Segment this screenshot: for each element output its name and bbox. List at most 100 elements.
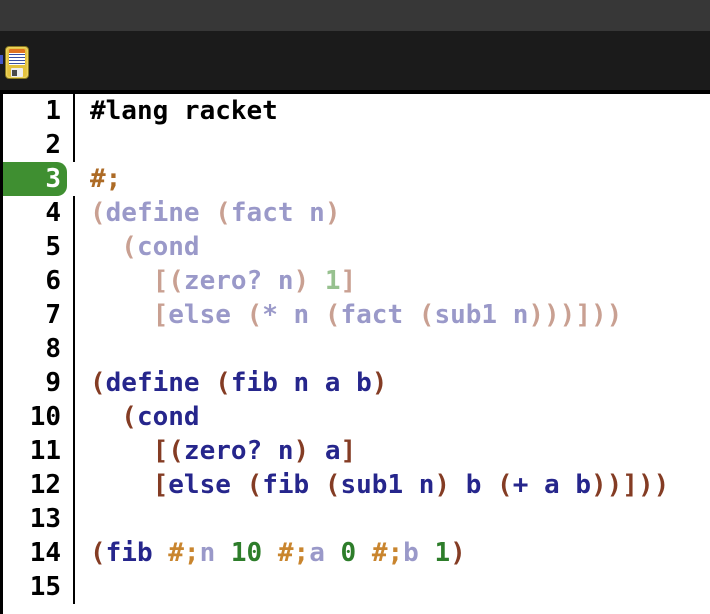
code-line: 9(define (fib n a b) [3,366,710,400]
code-token: + a b [512,470,591,500]
code-token: ] [340,266,357,296]
code-token: #; [371,538,404,568]
code-token: #; [277,538,310,568]
code-content[interactable]: #lang racket [75,94,710,128]
code-content[interactable] [75,128,710,162]
code-token: else [168,300,247,330]
code-token: ( [246,470,263,500]
code-token: define [105,368,216,398]
code-content[interactable]: [(zero? n) 1] [75,264,710,298]
line-number: 8 [3,332,75,366]
code-content[interactable]: #; [75,162,710,196]
code-token: a [324,436,341,466]
code-token: cond [136,402,200,432]
code-token: ) [293,436,325,466]
code-token: ) [434,470,466,500]
code-line: 1#lang racket [3,94,710,128]
active-line-badge [3,162,67,196]
code-token: fact [340,300,419,330]
code-token: n [199,538,231,568]
code-token: else [168,470,247,500]
code-token: ( [215,198,231,228]
line-number: 3 [45,164,61,194]
code-token: 10 [230,538,278,568]
code-line: 15 [3,570,710,604]
toolbar [0,31,710,90]
code-token: * n [262,300,325,330]
code-content[interactable]: (define (fib n a b) [75,366,710,400]
line-number: 12 [3,468,75,502]
floppy-notch [12,70,17,76]
code-line: 13 [3,502,710,536]
code-token: 1 [324,266,341,296]
code-token: ] [340,436,357,466]
code-token: sub1 n [340,470,435,500]
code-content[interactable] [75,570,710,604]
code-line: 12 [else (fib (sub1 n) b (+ a b))])) [3,468,710,502]
code-content[interactable] [75,332,710,366]
code-line: 8 [3,332,710,366]
code-token: ) [293,266,325,296]
code-line: 4(define (fact n) [3,196,710,230]
code-line: 2 [3,128,710,162]
line-number: 5 [3,230,75,264]
save-button[interactable] [5,46,29,79]
code-token: ( [90,232,137,262]
code-token: ( [90,198,106,228]
floppy-label [9,49,25,65]
code-token: ( [246,300,263,330]
code-token: ( [90,402,137,432]
code-content[interactable]: (fib #;n 10 #;a 0 #;b 1) [75,536,710,570]
code-token: ) [450,538,466,568]
floppy-shutter [11,68,23,77]
clipped-edge-icon [0,55,3,64]
code-line: 6 [(zero? n) 1] [3,264,710,298]
code-content[interactable]: [else (* n (fact (sub1 n)))])) [75,298,710,332]
code-token: a [309,538,341,568]
code-line: 10 (cond [3,400,710,434]
code-content[interactable]: (cond [75,230,710,264]
code-token: zero? n [183,266,294,296]
code-content[interactable] [75,502,710,536]
code-token: define [105,198,216,228]
code-token: fib [105,538,169,568]
code-token: ( [324,300,341,330]
code-content[interactable]: [(zero? n) a] [75,434,710,468]
code-token: ( [90,538,106,568]
code-token: ( [418,300,435,330]
code-token: ) [324,198,341,228]
line-number: 14 [3,536,75,570]
floppy-lines [9,53,25,65]
code-token: ( [90,368,106,398]
code-content[interactable]: (define (fact n) [75,196,710,230]
line-number: 7 [3,298,75,332]
code-token: b [403,538,435,568]
code-token: )))])) [528,300,623,330]
line-number: 13 [3,502,75,536]
code-line: 14(fib #;n 10 #;a 0 #;b 1) [3,536,710,570]
code-token: zero? n [183,436,294,466]
code-token: ))])) [590,470,670,500]
code-token: #lang racket [90,96,278,126]
code-token: sub1 n [434,300,529,330]
code-token: fact n [230,198,325,228]
code-line: 11 [(zero? n) a] [3,434,710,468]
code-content[interactable]: (cond [75,400,710,434]
line-number: 10 [3,400,75,434]
code-token: #; [168,538,200,568]
floppy-stripe [9,49,25,53]
code-token: [ [90,470,169,500]
code-token: cond [136,232,200,262]
code-token: fib n a b [230,368,372,398]
line-number: 2 [3,128,75,162]
code-token: #; [90,164,122,194]
code-token: fib [262,470,325,500]
line-number: 11 [3,434,75,468]
code-token: ( [215,368,231,398]
code-line: 3 #; [3,162,710,196]
code-content[interactable]: [else (fib (sub1 n) b (+ a b))])) [75,468,710,502]
code-token: [( [90,266,184,296]
code-token: 0 [340,538,372,568]
